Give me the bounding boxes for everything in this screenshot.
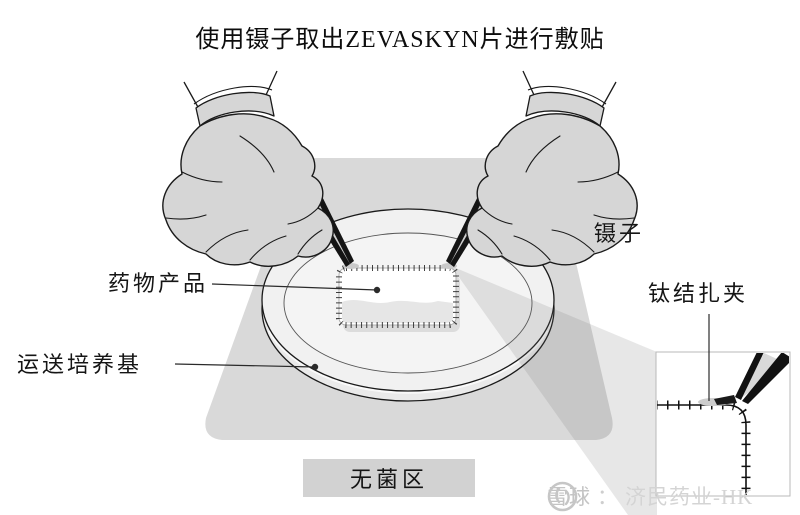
inset-zoom-box xyxy=(655,351,791,497)
figure-title: 使用镊子取出ZEVASKYN片进行敷贴 xyxy=(195,27,605,53)
label-sterile-zone: 无菌区 xyxy=(349,467,428,492)
zoom-cone xyxy=(451,266,657,515)
drug-product-sheet xyxy=(336,265,460,332)
watermark: 雪球：济民药业-HK xyxy=(547,481,754,512)
label-transport-medium: 运送培养基 xyxy=(17,352,143,377)
label-titanium-clip: 钛结扎夹 xyxy=(648,281,749,306)
sterile-zone-label-box: 无菌区 xyxy=(303,459,475,497)
label-tweezers: 镊子 xyxy=(594,221,645,246)
label-drug-product: 药物产品 xyxy=(107,271,208,296)
titanium-clip xyxy=(714,395,737,405)
watermark-separator: ： xyxy=(597,485,619,509)
snowball-logo-icon xyxy=(547,481,578,512)
watermark-account: 济民药业-HK xyxy=(625,485,754,509)
